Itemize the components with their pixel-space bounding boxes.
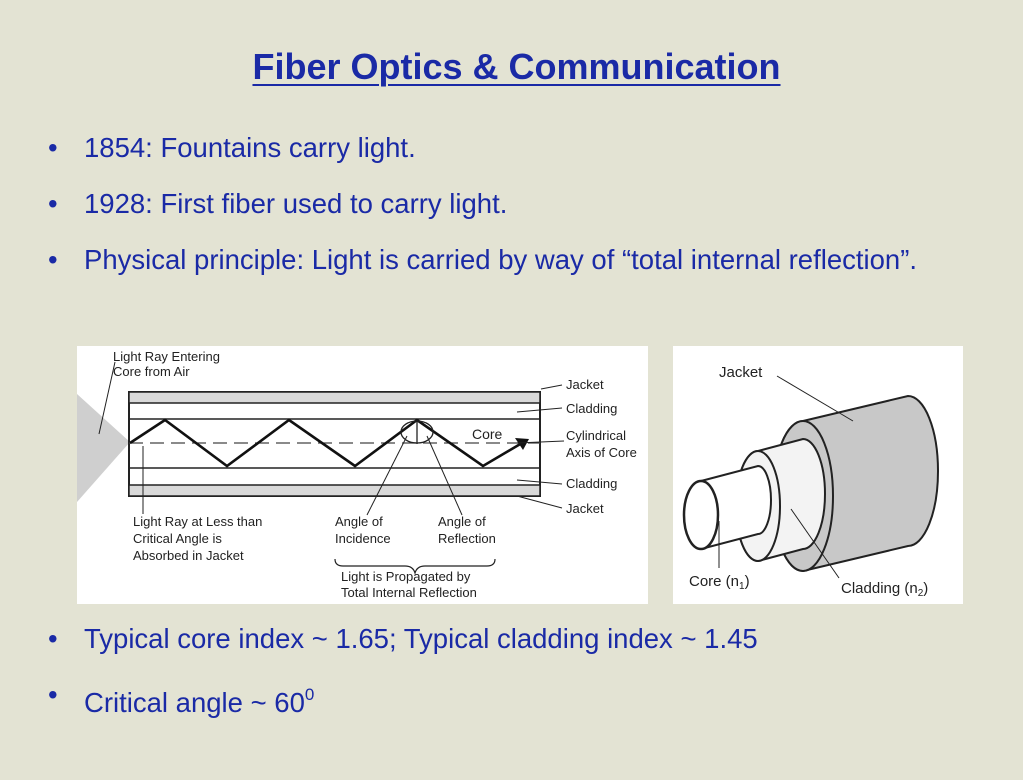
label-absorbed-1: Light Ray at Less than	[133, 514, 262, 529]
label-absorbed-2: Critical Angle is	[133, 531, 222, 546]
cladding-top-pointer	[516, 407, 563, 413]
bullet-item: •Typical core index ~ 1.65; Typical clad…	[48, 623, 758, 654]
jacket-bottom-band	[128, 484, 541, 497]
axis-pointer	[516, 440, 565, 444]
bullet-list-bottom: •Typical core index ~ 1.65; Typical clad…	[48, 622, 988, 742]
fiber-propagation-diagram: Light Ray Entering Core from Air Jacket …	[77, 346, 648, 604]
bullet-dot: •	[48, 244, 58, 275]
label-axis-1: Cylindrical	[566, 428, 626, 443]
core-end-face	[682, 479, 720, 551]
label-entering-1: Light Ray Entering	[113, 349, 220, 364]
bullet-item: •1854: Fountains carry light.	[48, 132, 416, 163]
label-jacket-bottom: Jacket	[566, 501, 604, 516]
cladding-pointer	[790, 508, 840, 579]
reflection-pointer	[426, 435, 463, 516]
propagation-brace	[334, 558, 496, 576]
label-cladding: Cladding (n2)	[841, 580, 928, 599]
bullet-dot: •	[48, 188, 58, 219]
bullet-dot: •	[48, 679, 58, 710]
jacket-top-band	[128, 391, 541, 404]
ray-arrowhead	[515, 438, 529, 450]
label-cladding-top: Cladding	[566, 401, 617, 416]
label-propagated-1: Light is Propagated by	[341, 569, 471, 584]
label-absorbed-3: Absorbed in Jacket	[133, 548, 244, 563]
bullet-list-top: •1854: Fountains carry light. •1928: Fir…	[48, 131, 988, 299]
bullet-dot: •	[48, 623, 58, 654]
label-core: Core	[472, 426, 503, 442]
fiber-propagation-svg: Light Ray Entering Core from Air Jacket …	[77, 349, 637, 600]
label-entering-2: Core from Air	[113, 364, 190, 379]
entering-pointer	[98, 361, 116, 435]
jacket-top-pointer	[540, 384, 563, 390]
jacket-pointer	[776, 375, 854, 422]
label-reflection-2: Reflection	[438, 531, 496, 546]
bullet-dot: •	[48, 132, 58, 163]
label-propagated-2: Total Internal Reflection	[341, 585, 477, 600]
cladding-bottom-pointer	[516, 479, 563, 485]
label-jacket: Jacket	[719, 364, 763, 381]
label-jacket-top: Jacket	[566, 377, 604, 392]
bullet-item: •Critical angle ~ 600	[48, 679, 315, 718]
light-ray-path	[129, 418, 523, 468]
slide-title: Fiber Optics & Communication	[252, 46, 781, 87]
label-reflection-1: Angle of	[438, 514, 486, 529]
fiber-cable-diagram: Jacket Core (n1) Cladding (n2)	[673, 346, 963, 604]
jacket-outline	[128, 391, 541, 497]
bullet-item: •1928: First fiber used to carry light.	[48, 188, 508, 219]
label-core: Core (n1)	[689, 573, 750, 592]
jacket-bottom-pointer	[516, 495, 563, 509]
fiber-cable-svg: Jacket Core (n1) Cladding (n2)	[682, 364, 939, 599]
light-cone-shape	[77, 394, 130, 502]
label-axis-2: Axis of Core	[566, 445, 637, 460]
label-cladding-bottom: Cladding	[566, 476, 617, 491]
bullet-item: •Physical principle: Light is carried by…	[48, 244, 918, 275]
label-incidence-2: Incidence	[335, 531, 391, 546]
label-incidence-1: Angle of	[335, 514, 383, 529]
incidence-pointer	[366, 435, 408, 516]
degree-superscript: 0	[304, 685, 315, 704]
